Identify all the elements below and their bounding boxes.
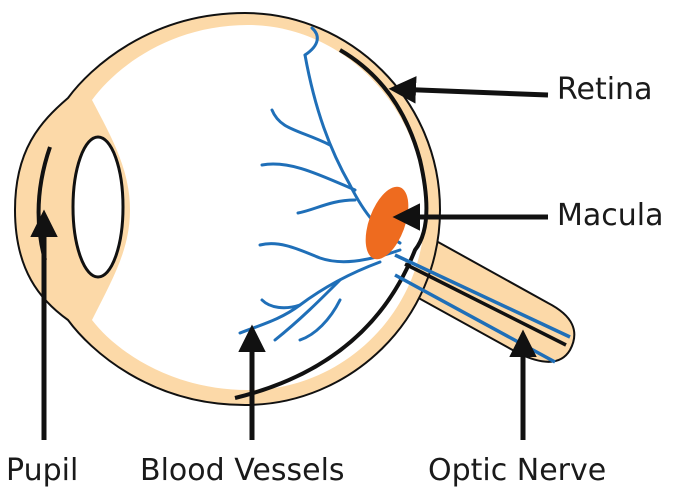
optic-nerve-label: Optic Nerve — [428, 456, 606, 486]
blood-vessels-label: Blood Vessels — [140, 456, 345, 486]
retina-label: Retina — [557, 75, 652, 105]
retina-arrow — [394, 89, 548, 95]
macula-label: Macula — [557, 201, 664, 231]
pupil-label: Pupil — [6, 456, 78, 486]
lens — [73, 137, 123, 277]
